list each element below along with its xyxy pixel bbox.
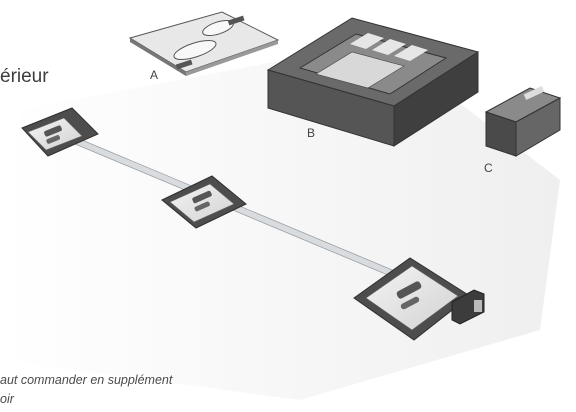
mounting-unit-1 (21, 107, 99, 157)
part-label-c: C (484, 161, 493, 175)
footnote-line-1: aut commander en supplément (0, 373, 173, 387)
part-b-frame (266, 17, 480, 147)
footnote-line-2: oir (0, 392, 14, 406)
mounting-unit-3 (353, 257, 485, 341)
part-c-block (484, 86, 562, 157)
section-heading: érieur (0, 66, 49, 87)
part-a-plate (128, 11, 280, 76)
mounting-unit-2 (161, 175, 247, 229)
part-label-b: B (307, 126, 316, 140)
part-label-a: A (150, 68, 159, 82)
